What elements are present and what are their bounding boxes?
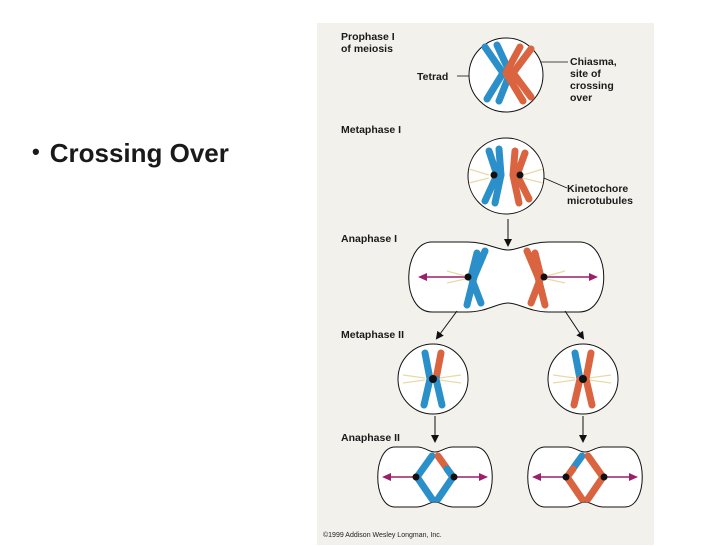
label-anaphase-i: Anaphase I — [341, 233, 397, 245]
meiosis-diagram: Prophase I of meiosis Metaphase I Anapha… — [323, 31, 643, 539]
bullet-marker: • — [32, 139, 40, 164]
label-anaphase-ii: Anaphase II — [341, 432, 400, 444]
anaphase-i-cell — [408, 241, 605, 313]
label-chiasma-1: Chiasma, — [570, 56, 617, 68]
label-tetrad: Tetrad — [417, 71, 448, 83]
arrow-to-metaphase-ii-left — [435, 310, 458, 340]
label-chiasma-2: site of — [570, 68, 601, 80]
meiosis-figure: Prophase I of meiosis Metaphase I Anapha… — [317, 23, 654, 545]
label-prophase-i: Prophase I — [341, 31, 395, 43]
metaphase-i-cell — [467, 137, 545, 215]
bullet-text: Crossing Over — [49, 138, 229, 168]
prophase-i-cell — [468, 37, 544, 113]
label-chiasma-4: over — [570, 92, 592, 104]
arrow-to-metaphase-ii-right — [564, 310, 585, 340]
anaphase-ii-right-cell — [527, 446, 643, 508]
copyright-text: ©1999 Addison Wesley Longman, Inc. — [323, 531, 442, 539]
label-metaphase-ii: Metaphase II — [341, 329, 404, 341]
label-kinetochore-1: Kinetochore — [567, 183, 628, 195]
metaphase-ii-right-cell — [547, 343, 619, 415]
bullet-item-crossing-over: • Crossing Over — [32, 138, 229, 169]
label-chiasma-3: crossing — [570, 80, 614, 92]
metaphase-ii-left-cell — [397, 343, 469, 415]
label-metaphase-i: Metaphase I — [341, 124, 401, 136]
label-of-meiosis: of meiosis — [341, 43, 393, 55]
anaphase-ii-left-cell — [377, 446, 493, 508]
label-kinetochore-2: microtubules — [567, 195, 633, 207]
